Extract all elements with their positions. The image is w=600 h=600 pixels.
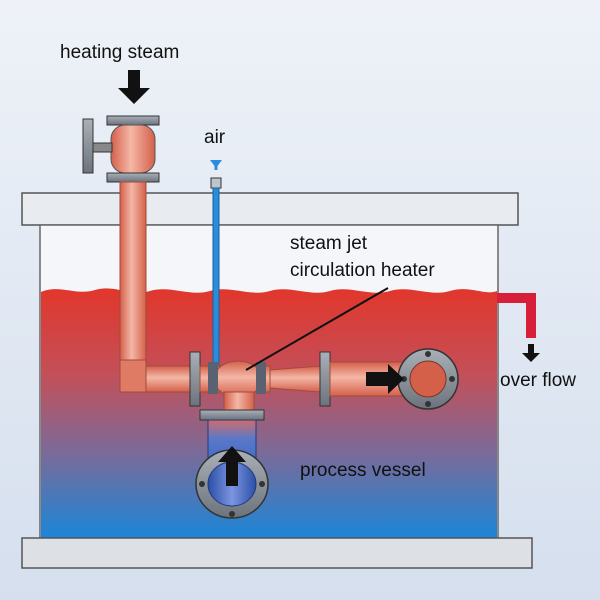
process-vessel-label: process vessel <box>300 460 426 481</box>
steam-valve <box>82 115 160 183</box>
right-arrow-icon <box>366 364 404 394</box>
heater-leader-line <box>245 287 389 371</box>
up-arrow-icon <box>218 446 246 486</box>
over-flow-label: over flow <box>500 370 576 391</box>
steam-pipe-horizontal <box>145 365 193 393</box>
valve-handwheel-icon <box>82 118 94 174</box>
down-arrow-icon <box>522 344 540 362</box>
process-liquid <box>41 288 497 539</box>
suction-flange <box>199 409 265 421</box>
outlet-flange <box>319 351 331 407</box>
steam-pipe-vertical <box>119 181 147 373</box>
down-arrow-icon <box>210 160 222 168</box>
air-fitting <box>210 177 222 189</box>
air-label: air <box>204 127 226 148</box>
down-arrow-icon <box>118 70 150 104</box>
vessel-rim <box>21 192 519 226</box>
heater-label-line2: circulation heater <box>290 260 435 281</box>
inlet-flange <box>189 351 201 407</box>
heater-label-line1: steam jet <box>290 233 368 254</box>
air-line <box>212 187 220 381</box>
overflow-pipe <box>497 293 536 338</box>
vessel-base <box>21 537 533 569</box>
heating-steam-label: heating steam <box>60 42 179 63</box>
